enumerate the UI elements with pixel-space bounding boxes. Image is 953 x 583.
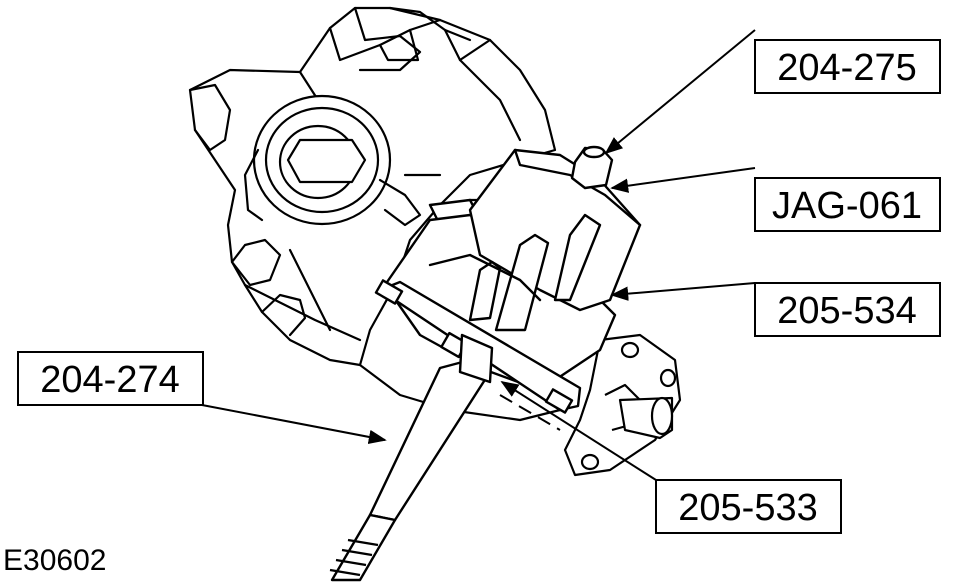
differential-housing bbox=[188, 6, 562, 422]
leader-jag-061 bbox=[610, 167, 756, 193]
center-line bbox=[499, 394, 561, 431]
callout-label: 204-274 bbox=[40, 359, 179, 401]
leader-205-533 bbox=[500, 381, 657, 481]
leader-205-534 bbox=[610, 282, 756, 301]
leader-204-274 bbox=[201, 404, 387, 445]
remover-handle bbox=[329, 333, 494, 582]
callout-box bbox=[754, 39, 941, 94]
callout-leaders bbox=[201, 29, 756, 481]
leader-204-275 bbox=[604, 29, 756, 155]
callout-205-533: 205-533 bbox=[655, 479, 842, 534]
callout-jag-061: JAG-061 bbox=[754, 177, 941, 232]
callout-label: 205-533 bbox=[678, 487, 817, 529]
callout-box bbox=[754, 177, 941, 232]
callout-204-274: 204-274 bbox=[17, 351, 204, 406]
callout-label: JAG-061 bbox=[772, 185, 922, 227]
callout-box bbox=[17, 351, 204, 406]
callout-box bbox=[655, 479, 842, 534]
callout-label: 205-534 bbox=[777, 290, 916, 332]
callout-205-534: 205-534 bbox=[754, 282, 941, 337]
callout-box bbox=[754, 282, 941, 337]
figure-id-label: E30602 bbox=[3, 544, 106, 577]
callout-204-275: 204-275 bbox=[754, 39, 941, 94]
callout-label: 204-275 bbox=[777, 47, 916, 89]
